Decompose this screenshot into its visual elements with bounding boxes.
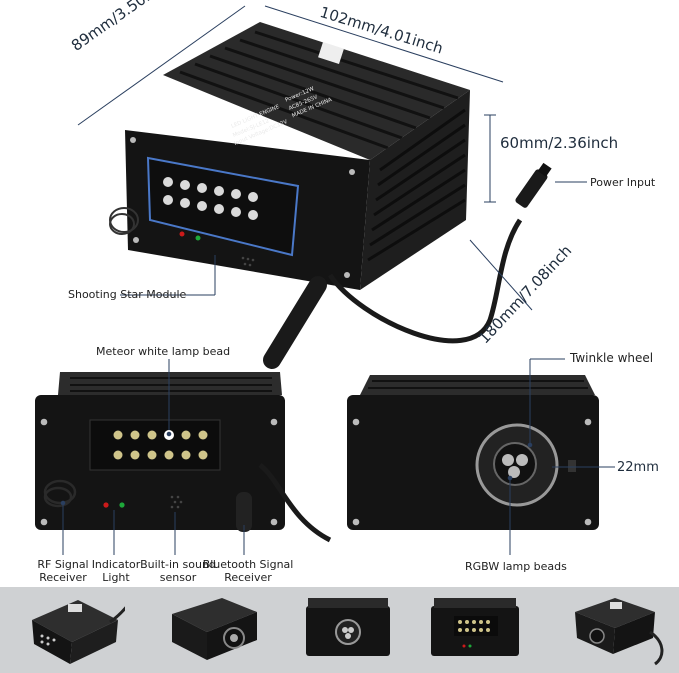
thumbnail-4[interactable]: [426, 592, 526, 670]
wheel-diameter-label: 22mm: [617, 460, 659, 475]
thumbnail-5[interactable]: [555, 592, 670, 670]
indicator-light-text: Indicator Light: [91, 558, 141, 584]
sound-sensor-grille: [241, 256, 255, 267]
rf-signal-receiver-label: RF Signal Receiver: [18, 558, 108, 584]
width-dimension-line: [264, 5, 504, 83]
bluetooth-signal-receiver-text: Bluetooth Signal Receiver: [202, 558, 294, 584]
twinkle-wheel-label: Twinkle wheel: [570, 351, 654, 365]
front-view-leaders: [60, 359, 245, 555]
dc-power-plug: [515, 162, 552, 208]
bluetooth-signal-receiver-label: Bluetooth Signal Receiver: [196, 558, 300, 584]
power-input-label: Power Input: [590, 176, 656, 189]
meteor-white-lamp-bead-label: Meteor white lamp bead: [96, 345, 231, 358]
thumbnail-2[interactable]: [152, 592, 267, 670]
depth-dimension-line: [77, 5, 246, 126]
device-top-fins: [179, 30, 459, 150]
rear-view-device: [347, 375, 599, 530]
thumbnail-1[interactable]: [10, 592, 125, 670]
device-side-fins: [367, 108, 466, 262]
main-device-illustration: LED LIGHT ENGINE Model:SJ-LE12 Input Vol…: [35, 5, 615, 555]
indicator-light-label: Indicator Light: [86, 558, 146, 584]
indicator-led-red: [179, 231, 185, 237]
shooting-star-holes: [163, 177, 258, 220]
dimension-lines: [77, 5, 504, 203]
builtin-sound-sensor-label: Built-in sound sensor: [138, 558, 218, 584]
rf-signal-receiver-text: RF Signal Receiver: [37, 558, 89, 584]
shooting-star-module-label: Shooting Star Module: [68, 288, 187, 301]
height-dimension-label: 60mm/2.36inch: [500, 134, 619, 152]
device-top-face: [163, 22, 470, 160]
qr-code: [318, 41, 344, 65]
cable-dimension-line: [469, 239, 533, 311]
power-cable: [327, 218, 523, 344]
bluetooth-antenna: [263, 276, 327, 369]
rf-coil-antenna: [109, 207, 139, 235]
rgbw-lamp-beads-label: RGBW lamp beads: [465, 560, 567, 573]
device-screws: [130, 137, 355, 278]
rear-view-leaders: [507, 358, 615, 555]
builtin-sound-sensor-text: Built-in sound sensor: [140, 558, 216, 584]
thumbnail-3[interactable]: [298, 592, 398, 670]
indicator-led-green: [195, 235, 201, 241]
front-view-device: [35, 372, 332, 543]
